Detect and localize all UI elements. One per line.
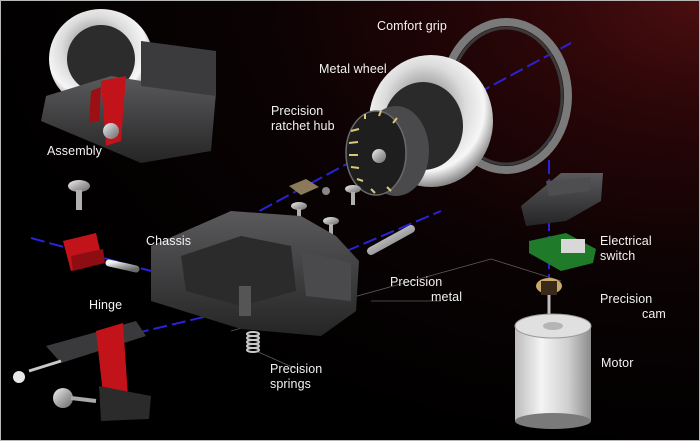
label-comfort-grip: Comfort grip [377, 19, 447, 33]
springs-illustration [246, 331, 260, 353]
lever-illustration [13, 321, 151, 421]
chassis-illustration [151, 211, 359, 336]
electrical-switch-illustration [529, 233, 596, 271]
label-metal-wheel: Metal wheel [319, 62, 387, 76]
ratchet-hub-illustration [345, 106, 429, 196]
label-precision-cam-line1: Precision [600, 292, 653, 306]
label-hinge: Hinge [89, 298, 123, 312]
label-precision-springs-line2: springs [270, 377, 311, 391]
label-motor: Motor [601, 356, 634, 370]
label-precision-metal-line2: metal [431, 290, 463, 304]
assembly-illustration [41, 9, 216, 163]
label-electrical-switch-line1: Electrical [600, 234, 652, 248]
motor-illustration [514, 313, 592, 429]
label-precision-cam-line2: cam [642, 307, 666, 321]
label-ratchet-hub-line2: ratchet hub [271, 119, 335, 133]
cam-illustration [536, 278, 562, 323]
label-precision-metal-line1: Precision [390, 275, 443, 289]
label-ratchet-hub-line1: Precision [271, 104, 324, 118]
label-chassis: Chassis [146, 234, 192, 248]
hinge-illustration [63, 233, 140, 273]
label-electrical-switch-line2: switch [600, 249, 636, 263]
label-assembly: Assembly [47, 144, 102, 158]
switch-housing-illustration [521, 173, 603, 226]
metal-pin-illustration [367, 225, 415, 255]
label-precision-springs-line1: Precision [270, 362, 323, 376]
